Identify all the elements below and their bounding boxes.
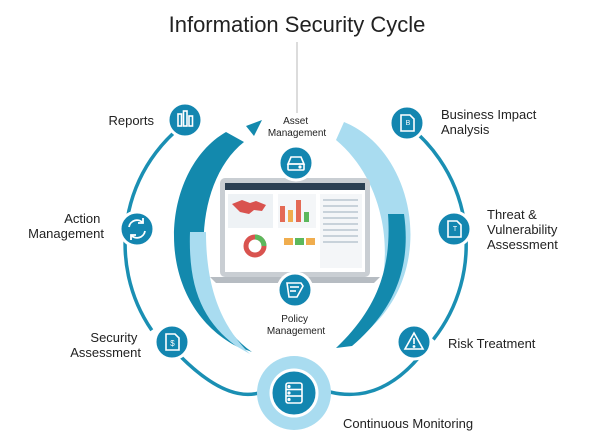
dashboard-bar-3 bbox=[296, 200, 301, 222]
inner-arrow-right-dark bbox=[336, 214, 406, 348]
business-impact-label: Business Impact Analysis bbox=[441, 107, 540, 137]
refresh-icon bbox=[128, 218, 146, 240]
node-reports[interactable]: Reports bbox=[108, 101, 204, 139]
svg-text:T: T bbox=[453, 226, 458, 233]
business-impact-circle bbox=[388, 104, 426, 142]
policy-management-label: Policy Management bbox=[267, 314, 326, 337]
dashboard-map-shape bbox=[232, 200, 266, 214]
dashboard-tile-3 bbox=[306, 238, 315, 245]
threat-vulnerability-label: Threat & Vulnerability Assessment bbox=[487, 207, 561, 252]
threat-vulnerability-circle bbox=[435, 210, 473, 248]
reports-label: Reports bbox=[108, 113, 154, 128]
policy-management-circle bbox=[276, 271, 314, 309]
diagram-title: Information Security Cycle bbox=[169, 12, 426, 37]
dashboard-topbar bbox=[225, 183, 365, 190]
node-continuous-monitoring[interactable]: Continuous Monitoring bbox=[257, 356, 473, 431]
action-management-label: Action Management bbox=[28, 211, 104, 241]
laptop bbox=[210, 178, 380, 283]
dashboard-bar-2 bbox=[288, 210, 293, 222]
node-security-assessment[interactable]: $ Security Assessment bbox=[70, 323, 191, 361]
dashboard-tile-1 bbox=[284, 238, 293, 245]
server-icon bbox=[285, 382, 303, 404]
node-asset-management[interactable]: Asset Management bbox=[268, 116, 327, 182]
asset-management-label: Asset Management bbox=[268, 116, 327, 139]
b-document-icon: B bbox=[400, 114, 415, 132]
inner-arrow-left-light bbox=[189, 232, 250, 354]
inner-cycle-arrows bbox=[174, 120, 411, 354]
node-policy-management[interactable]: Policy Management bbox=[267, 271, 326, 337]
continuous-monitoring-label: Continuous Monitoring bbox=[343, 416, 473, 431]
continuous-monitoring-circle bbox=[269, 368, 319, 418]
node-business-impact-analysis[interactable]: B Business Impact Analysis bbox=[388, 104, 540, 142]
dashboard-tile-2 bbox=[295, 238, 304, 245]
dashboard-bar-4 bbox=[304, 212, 309, 222]
asset-management-circle bbox=[277, 144, 315, 182]
dashboard-table-lines bbox=[323, 199, 358, 243]
bar-chart-icon bbox=[177, 110, 194, 127]
svg-text:$: $ bbox=[170, 339, 175, 348]
dashboard-donut-green bbox=[254, 234, 267, 247]
inner-arrow-left-head bbox=[246, 120, 262, 136]
node-threat-vulnerability-assessment[interactable]: T Threat & Vulnerability Assessment bbox=[435, 207, 561, 252]
dollar-document-icon: $ bbox=[165, 333, 180, 351]
risk-treatment-label: Risk Treatment bbox=[448, 336, 536, 351]
warning-icon bbox=[403, 331, 425, 350]
svg-text:B: B bbox=[406, 120, 411, 127]
hard-drive-icon bbox=[286, 156, 306, 171]
policy-document-icon bbox=[286, 282, 304, 298]
outer-ring-bottom-left-arc bbox=[178, 354, 263, 397]
t-document-icon: T bbox=[447, 220, 462, 238]
outer-ring-left-arc bbox=[123, 111, 202, 332]
security-assessment-label: Security Assessment bbox=[70, 330, 141, 360]
outer-ring-bottom-right-arc bbox=[329, 354, 422, 397]
dashboard-bar-1 bbox=[280, 206, 285, 222]
action-management-circle bbox=[118, 210, 156, 248]
node-action-management[interactable]: Action Management bbox=[28, 210, 156, 248]
node-risk-treatment[interactable]: Risk Treatment bbox=[395, 323, 536, 361]
dashboard-table-panel bbox=[320, 194, 362, 268]
reports-circle bbox=[166, 101, 204, 139]
security-assessment-circle bbox=[153, 323, 191, 361]
inner-arrow-left-dark bbox=[174, 132, 252, 352]
